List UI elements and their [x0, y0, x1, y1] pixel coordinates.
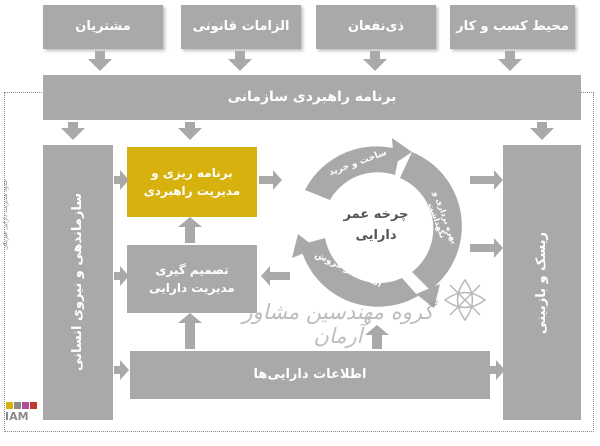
plan-down-arrows: [61, 122, 554, 140]
left-right-arrows: [114, 170, 505, 380]
cycle-segment-build: [305, 146, 400, 200]
organizational-strategic-plan-box: برنامه راهبردی سازمانی: [43, 75, 581, 120]
strategic-planning-box: برنامه ریزی و مدیریت راهبردی: [127, 147, 257, 217]
arrow-down: [228, 51, 252, 71]
arrow-up: [365, 325, 389, 349]
legal-requirements-box: الزامات قانونی: [181, 5, 301, 49]
iam-logo-text: IAM: [5, 410, 29, 423]
arrow-right: [259, 170, 282, 190]
consulting-watermark-text: گروه مهندسین مشاور آرمان: [242, 300, 434, 348]
cycle-segment-operate: [400, 152, 462, 290]
arrow-down: [498, 51, 522, 71]
iam-logo: [6, 402, 37, 409]
lifecycle-center-label: چرخه عمر دارایی: [343, 207, 409, 243]
arrow-up: [178, 217, 202, 243]
arrow-left: [261, 266, 290, 286]
arrow-right: [114, 266, 129, 286]
cycle-arrowhead: [392, 138, 412, 164]
cycle-arrowhead: [292, 234, 316, 258]
cycle-segment-dispose: [300, 238, 418, 307]
asset-decision-making-box: تصمیم گیری مدیریت دارایی: [127, 245, 257, 313]
arrow-down: [88, 51, 112, 71]
arrow-right: [114, 360, 129, 380]
cycle-link-arrows: [259, 170, 389, 349]
arrow-down: [178, 122, 202, 140]
top-down-arrows: [88, 51, 522, 71]
arrow-down: [363, 51, 387, 71]
arrow-right: [470, 170, 503, 190]
business-environment-box: محیط کسب و کار: [450, 5, 575, 49]
arrow-right: [470, 238, 503, 258]
stakeholders-box: ذی‌نفعان: [316, 5, 436, 49]
arrow-down: [530, 122, 554, 140]
lifecycle-circle: [292, 138, 462, 308]
customers-box: مشتریان: [43, 5, 163, 49]
risk-and-review-column: ریسک و بازبینی: [503, 145, 581, 420]
organization-and-workforce-column: سازماندهی و نیروی انسانی: [43, 145, 113, 420]
arrow-up: [178, 313, 202, 349]
arrow-down: [61, 122, 85, 140]
consulting-logo-mark: [443, 278, 487, 322]
asset-information-box: اطلاعات دارایی‌ها: [130, 351, 490, 399]
arrow-right: [114, 170, 129, 190]
vertical-connector-arrows: [178, 217, 202, 349]
cycle-arrowhead: [416, 284, 440, 308]
arrow-right: [490, 360, 505, 380]
